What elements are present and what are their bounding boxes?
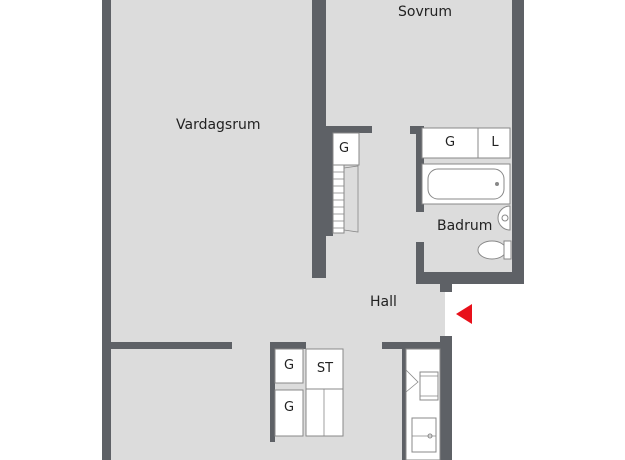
wall-living-wardrobe-top	[326, 126, 372, 133]
room-label-sovrum: Sovrum	[398, 4, 453, 20]
sink-icon	[497, 205, 511, 231]
wall-bath-west-lower	[416, 242, 424, 282]
wall-bath-top-stub	[410, 126, 422, 134]
room-label-hall: Hall	[370, 294, 397, 310]
kitchen-sink-icon	[411, 417, 437, 453]
room-label-vardagsrum: Vardagsrum	[176, 117, 261, 133]
storage-label-hall-wardrobe-2: G	[283, 400, 295, 415]
storage-label-living-wardrobe: G	[338, 141, 350, 156]
storage-label-hall-wardrobe-1: G	[283, 358, 295, 373]
wall-west	[102, 0, 111, 460]
wall-hall-south-left	[110, 342, 232, 349]
bathtub-icon	[421, 163, 511, 205]
wall-bath-west-upper	[416, 126, 424, 212]
stove-icon	[419, 371, 439, 401]
wall-east-lower	[440, 336, 452, 460]
radiator-icon	[332, 164, 359, 234]
wall-storage-divider	[270, 342, 275, 442]
hall-cleaning-closet	[305, 348, 344, 390]
room-label-badrum: Badrum	[437, 218, 493, 234]
walls	[102, 0, 524, 460]
hall-storage	[274, 348, 344, 437]
wall-hall-south-right	[382, 342, 442, 349]
wall-hall-south-mid	[270, 342, 306, 349]
toilet-icon	[477, 240, 512, 260]
hall-wardrobe-1	[274, 348, 304, 384]
wall-bath-bottom	[416, 272, 524, 284]
wall-living-bedroom	[312, 0, 326, 278]
wall-kitchen-divider	[402, 342, 406, 460]
storage-label-bathroom-linen: L	[491, 135, 499, 150]
bathroom-linen-cabinet	[477, 127, 511, 159]
kitchen	[405, 348, 441, 460]
storage-label-bathroom-wardrobe: G	[444, 135, 456, 150]
bathroom-cabinets	[421, 127, 511, 159]
wall-living-wardrobe-left	[326, 126, 333, 236]
entrance-arrow-icon	[456, 304, 472, 324]
wall-hall-east-jamb	[440, 282, 452, 292]
wall-east-bedroom	[512, 0, 524, 284]
storage-label-hall-cleaning-closet: ST	[316, 361, 334, 376]
living-wardrobe	[332, 132, 360, 166]
hall-wardrobe-2	[274, 389, 304, 437]
